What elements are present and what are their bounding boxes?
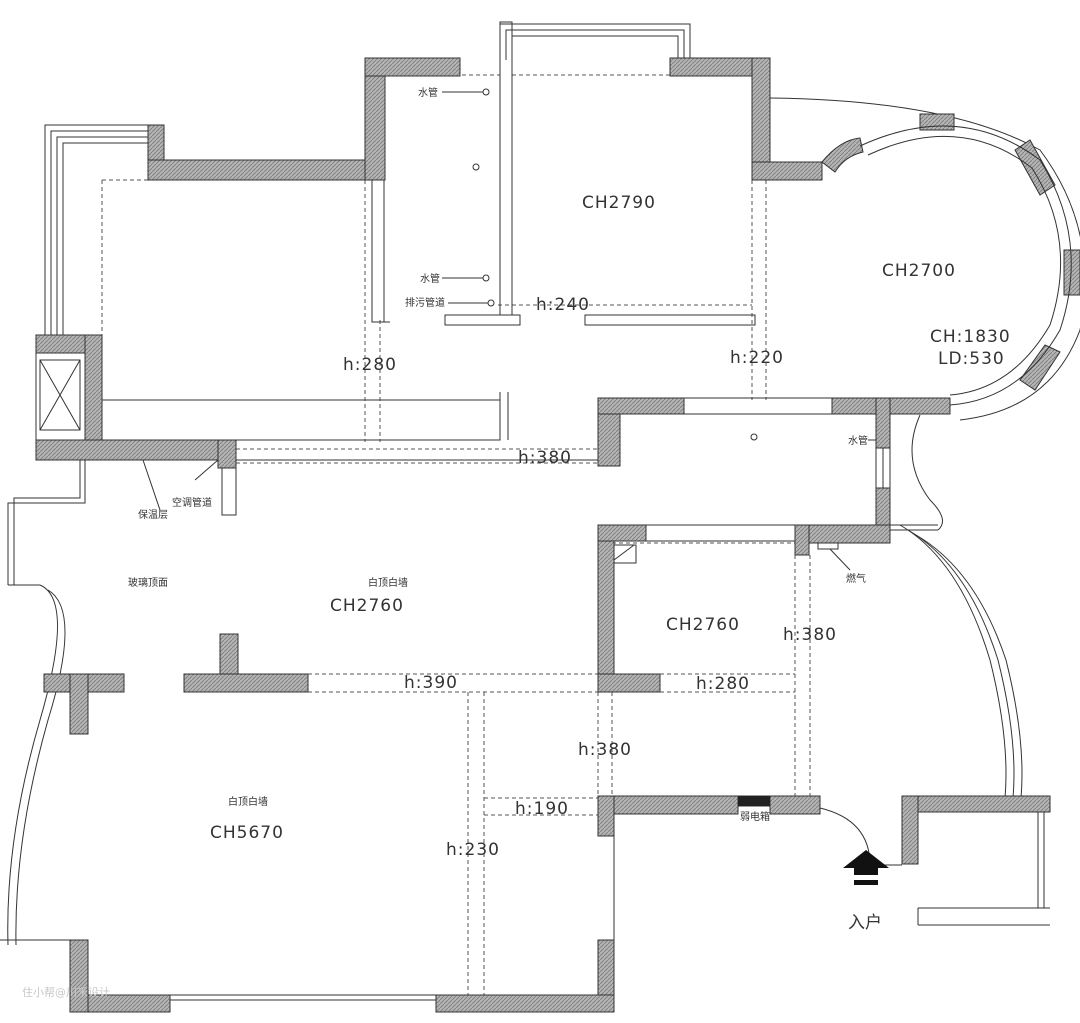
label-ch2760-living: CH2760 [330,596,404,616]
note-white-ceiling-1: 白顶白墙 [368,576,408,589]
label-h240: h:240 [536,295,590,315]
label-h380-right: h:380 [783,625,837,645]
walls [35,57,1080,1013]
note-water-pipe-1: 水管 [418,86,438,99]
note-water-pipe-3: 水管 [848,434,868,447]
electric-box-fixture [738,796,770,806]
pipe-markers [142,88,876,571]
label-h390: h:390 [404,673,458,693]
note-gas: 燃气 [846,572,866,585]
label-h220: h:220 [730,348,784,368]
label-ch5670: CH5670 [210,823,284,843]
beam-lines [101,74,811,998]
label-h230: h:230 [446,840,500,860]
label-ch2790: CH2790 [582,193,656,213]
label-h380-mid: h:380 [578,740,632,760]
label-ch2700: CH2700 [882,261,956,281]
label-ch2760-room: CH2760 [666,615,740,635]
note-entrance: 入户 [848,913,882,933]
note-white-ceiling-2: 白顶白墙 [228,795,268,808]
label-h380-top: h:380 [518,448,572,468]
entrance-arrow-icon [843,850,889,885]
note-water-pipe-2: 水管 [420,272,440,285]
note-ac-duct: 空调管道 [172,496,212,509]
note-electric-box: 弱电箱 [740,810,770,823]
note-insulation: 保温层 [138,508,168,521]
label-ld530: LD:530 [938,349,1005,369]
watermark: 住小帮@川禾设计 [22,985,110,999]
label-ch1830: CH:1830 [930,327,1011,347]
thin-walls [35,21,1072,940]
label-h280-mid: h:280 [696,674,750,694]
window-lines [0,23,1080,1001]
label-h280-top: h:280 [343,355,397,375]
note-sewage-shaft: 排污管道 [405,296,445,309]
label-h190: h:190 [515,799,569,819]
note-glass-ceiling: 玻璃顶面 [128,576,168,589]
